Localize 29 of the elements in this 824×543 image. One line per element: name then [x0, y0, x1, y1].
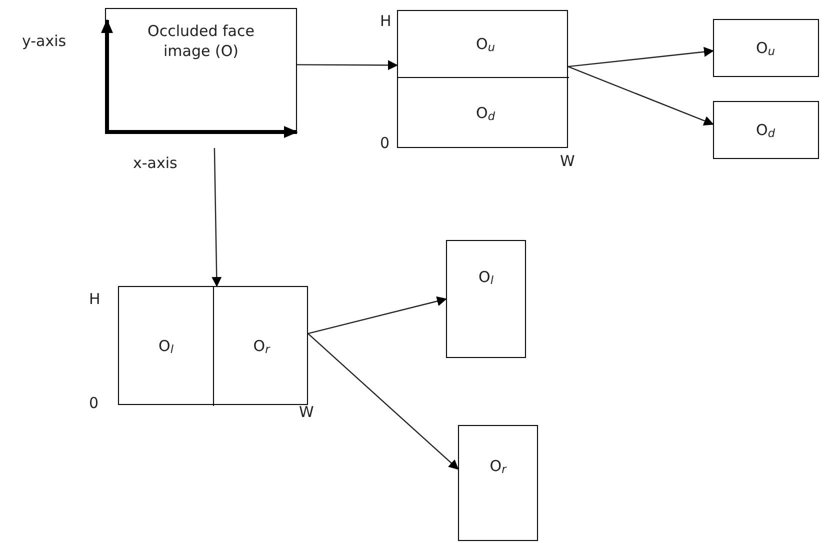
axis-label: 0	[380, 134, 390, 152]
node-label: Occluded face image (O)	[146, 21, 256, 62]
axis-label: y-axis	[22, 32, 66, 50]
arrow	[297, 60, 398, 70]
arrow	[212, 148, 222, 287]
split-image-box	[397, 10, 568, 148]
process-box	[446, 240, 526, 358]
arrow	[308, 333, 459, 470]
process-box	[713, 101, 819, 159]
axis-label: H	[380, 12, 392, 30]
node-label: O$_{d}$	[476, 103, 495, 124]
arrow	[568, 46, 714, 68]
node-label: O$_{u}$	[476, 34, 495, 54]
node-label: O$_{l}$	[158, 336, 174, 357]
process-box	[458, 425, 538, 541]
axis-label: W	[560, 152, 575, 170]
node-label: O$_{u}$	[756, 38, 775, 58]
axis-label: H	[89, 290, 100, 308]
split-image-box	[118, 286, 308, 405]
arrow	[568, 66, 714, 126]
node-label: O$_{r}$	[253, 336, 270, 357]
axis-label: W	[299, 403, 314, 421]
node-label: O$_{r}$	[490, 456, 506, 476]
arrow	[308, 296, 447, 334]
process-box	[713, 19, 819, 77]
node-label: O$_{d}$	[756, 120, 775, 140]
axis-label: x-axis	[133, 154, 178, 172]
node-label: O$_{l}$	[478, 267, 494, 288]
axis-label: 0	[89, 394, 99, 412]
